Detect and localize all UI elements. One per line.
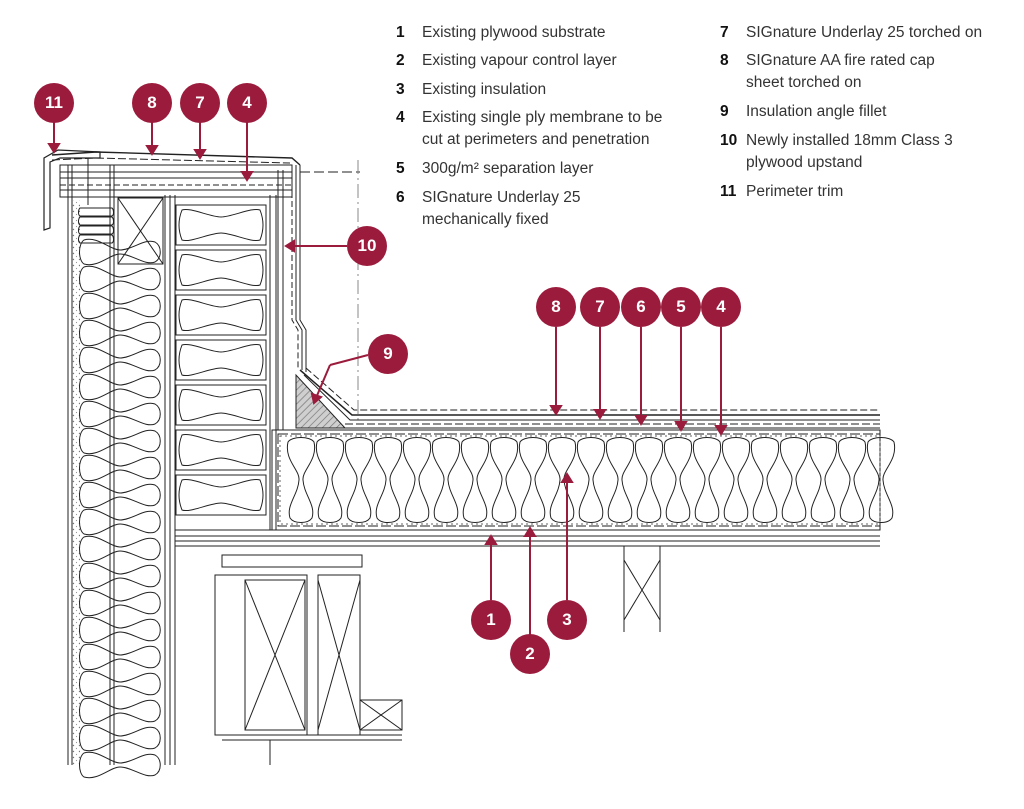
insulation-scallop: [178, 298, 264, 332]
insulation-scallop: [175, 429, 267, 471]
callout-11: 11: [34, 83, 74, 123]
insulation-scallop: [79, 589, 161, 617]
insulation-scallop: [663, 437, 693, 523]
insulation-scallop: [460, 437, 490, 523]
perimeter-trim: [43, 149, 101, 231]
callout-4-roof: 4: [701, 287, 741, 327]
insulation-scallop: [79, 346, 161, 374]
insulation-scallop: [634, 437, 664, 523]
insulation-scallop: [178, 478, 264, 512]
insulation-scallop: [78, 207, 114, 217]
roof-membrane-layers: [345, 423, 880, 429]
insulation-scallop: [402, 437, 432, 523]
insulation-scallop: [79, 562, 161, 590]
insulation-angle-fillet: [295, 367, 880, 429]
insulation-scallop: [286, 437, 316, 523]
inner-wall-insulation: [175, 204, 267, 516]
insulation-scallop: [79, 427, 161, 455]
insulation-scallop: [175, 204, 267, 246]
parapet-top-layers: [51, 151, 301, 198]
roof-insulation-block: [271, 429, 881, 531]
wall-insulation: [78, 207, 161, 779]
callout-9: 9: [368, 334, 408, 374]
insulation-scallop: [178, 208, 264, 242]
insulation-scallop: [79, 319, 161, 347]
insulation-scallop: [79, 238, 161, 266]
insulation-scallop: [178, 433, 264, 467]
insulation-scallop: [79, 751, 161, 779]
insulation-scallop: [79, 697, 161, 725]
callout-7-roof: 7: [580, 287, 620, 327]
insulation-scallop: [79, 400, 161, 428]
roof-insulation: [286, 437, 896, 523]
insulation-scallop: [78, 216, 114, 226]
insulation-scallop: [79, 481, 161, 509]
insulation-scallop: [79, 292, 161, 320]
callout-3: 3: [547, 600, 587, 640]
callout-5-roof: 5: [661, 287, 701, 327]
callout-4-upstand: 4: [227, 83, 267, 123]
callout-10: 10: [347, 226, 387, 266]
callout-1: 1: [471, 600, 511, 640]
insulation-scallop: [518, 437, 548, 523]
insulation-scallop: [779, 437, 809, 523]
insulation-scallop: [692, 437, 722, 523]
insulation-scallop: [78, 225, 114, 235]
insulation-scallop: [576, 437, 606, 523]
insulation-scallop: [175, 249, 267, 291]
insulation-scallop: [79, 670, 161, 698]
insulation-scallop: [79, 265, 161, 293]
insulation-scallop: [79, 454, 161, 482]
insulation-scallop: [605, 437, 635, 523]
insulation-scallop: [175, 339, 267, 381]
insulation-scallop: [178, 343, 264, 377]
insulation-scallop: [79, 373, 161, 401]
insulation-scallop: [175, 294, 267, 336]
insulation-scallop: [750, 437, 780, 523]
insulation-scallop: [547, 437, 577, 523]
insulation-scallop: [79, 616, 161, 644]
insulation-scallop: [837, 437, 867, 523]
callout-2: 2: [510, 634, 550, 674]
callout-leaders: [47, 122, 728, 635]
insulation-scallop: [78, 234, 114, 244]
insulation-scallop: [373, 437, 403, 523]
wall-render-layer: [72, 200, 80, 765]
insulation-scallop: [79, 724, 161, 752]
callout-8-upstand: 8: [132, 83, 172, 123]
insulation-scallop: [178, 388, 264, 422]
insulation-scallop: [808, 437, 838, 523]
insulation-scallop: [344, 437, 374, 523]
insulation-scallop: [79, 535, 161, 563]
insulation-scallop: [175, 384, 267, 426]
callout-6-roof: 6: [621, 287, 661, 327]
insulation-scallop: [489, 437, 519, 523]
insulation-scallop: [79, 643, 161, 671]
insulation-scallop: [431, 437, 461, 523]
insulation-scallop: [866, 437, 896, 523]
insulation-scallop: [178, 253, 264, 287]
insulation-scallop: [79, 508, 161, 536]
callout-8-roof: 8: [536, 287, 576, 327]
callout-7-upstand: 7: [180, 83, 220, 123]
insulation-scallop: [315, 437, 345, 523]
insulation-scallop: [175, 474, 267, 516]
wall-plate-timber: [117, 197, 164, 265]
insulation-scallop: [721, 437, 751, 523]
joists: [214, 546, 661, 765]
